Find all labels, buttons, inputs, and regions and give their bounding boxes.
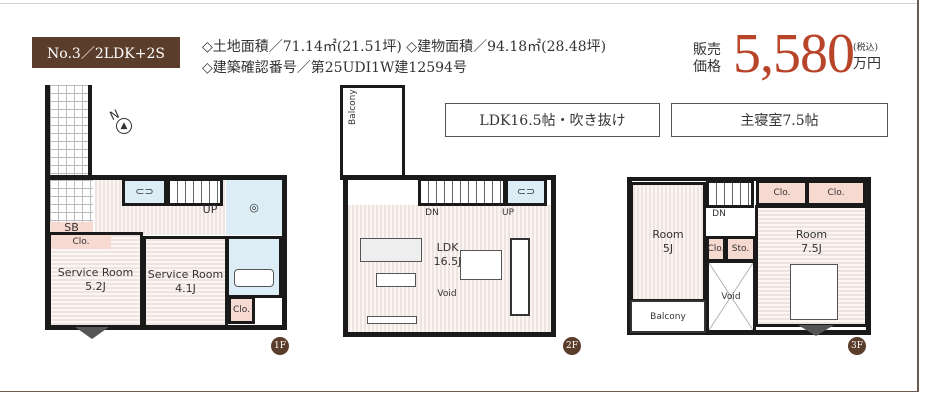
toilet-icon: ⊂⊃ xyxy=(135,185,154,198)
balcony-2f xyxy=(340,85,405,180)
dn-label: DN xyxy=(712,209,726,219)
balcony-3f: Balcony xyxy=(630,300,706,333)
permit-number: ◇建築確認番号／第25UDI1W建12594号 xyxy=(202,60,467,76)
floor-badge-2f: 2F xyxy=(563,337,581,355)
feature-master-bedroom: 主寝室7.5帖 xyxy=(671,103,888,137)
up-label: UP xyxy=(501,208,514,218)
bathtub-icon xyxy=(234,269,274,287)
closet-2: Clo. xyxy=(228,296,255,324)
1f-toilet: ⊂⊃ xyxy=(122,178,167,206)
frame-right-line xyxy=(917,0,919,392)
shoe-box: SB xyxy=(50,221,93,234)
toilet-icon: ⊂⊃ xyxy=(516,185,536,198)
closet-1: Clo. xyxy=(756,180,808,206)
room-size: 4.1J xyxy=(175,282,196,295)
room-size: 5.2J xyxy=(85,280,106,293)
room-name: Service Room xyxy=(147,268,224,281)
frame-top-line xyxy=(0,3,919,4)
price-tax: (税込) xyxy=(853,43,879,53)
price-prefix-2: 価格 xyxy=(693,59,721,75)
room-name: Service Room xyxy=(57,266,134,279)
closet-1: Clo. xyxy=(51,235,111,249)
void-3f: Void xyxy=(706,260,756,333)
void-label: Void xyxy=(437,289,457,299)
sofa-icon xyxy=(360,238,422,262)
area-spec: ◇土地面積／71.14㎡(21.51坪) ◇建物面積／94.18㎡(28.48坪… xyxy=(202,39,607,55)
room-size: 16.5J xyxy=(433,255,462,268)
room-name: Room xyxy=(795,228,828,241)
frame-bottom-line xyxy=(0,391,919,392)
closet-3: Clo. xyxy=(706,236,726,262)
room-size: 7.5J xyxy=(801,242,822,255)
closet-2: Clo. xyxy=(806,180,866,206)
washroom: ◎ xyxy=(226,180,282,235)
floor-badge-1f: 1F xyxy=(271,337,289,355)
room-name: Room xyxy=(652,228,684,241)
feature-ldk: LDK16.5帖・吹き抜け xyxy=(445,103,660,137)
kitchen-counter xyxy=(510,238,530,316)
up-label: UP xyxy=(202,203,218,216)
room-name: LDK xyxy=(436,241,459,254)
price-prefix: 販売価格 xyxy=(693,42,723,76)
price: 5,580 xyxy=(733,23,855,85)
balcony-label: Balcony xyxy=(348,89,358,125)
room-size: 5J xyxy=(662,242,674,255)
price-prefix-1: 販売 xyxy=(693,42,721,58)
bay-window-icon xyxy=(798,325,834,336)
entry-hall xyxy=(50,180,93,222)
2f-stairs xyxy=(418,178,506,206)
3f-stairs xyxy=(706,180,754,208)
tv-board-icon xyxy=(367,316,417,324)
storage: Sto. xyxy=(725,236,756,262)
plan-label: No.3／2LDK+2S xyxy=(32,37,180,68)
price-unit: 万円 xyxy=(853,56,881,72)
coffee-table-icon xyxy=(376,273,416,287)
bay-window-icon xyxy=(75,327,109,339)
entrance-porch xyxy=(45,85,92,177)
dn-label: DN xyxy=(425,208,439,218)
2f-toilet: ⊂⊃ xyxy=(505,178,547,206)
floor-badge-3f: 3F xyxy=(848,337,866,355)
sink-icon: ◎ xyxy=(249,200,259,214)
bed-icon xyxy=(790,264,838,320)
compass-icon: ▲ xyxy=(116,118,132,134)
bathroom xyxy=(226,236,282,298)
1f-stairs xyxy=(167,178,223,206)
dining-table-icon xyxy=(460,250,502,280)
